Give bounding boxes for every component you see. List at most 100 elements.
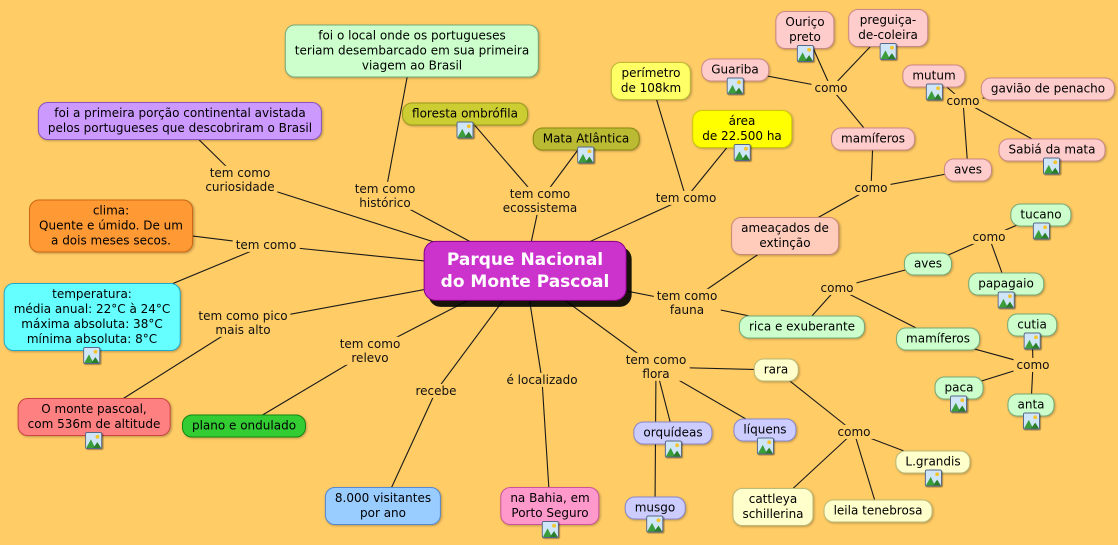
link-label-lbl_recebe: recebe <box>412 383 460 399</box>
concept-node-label: floresta ombrófila <box>412 106 518 121</box>
link-label-lbl_flora: tem como flora <box>622 352 690 382</box>
concept-node-label: foi o local onde os portugueses teriam d… <box>294 28 530 73</box>
concept-node-label: preguiça- de-coleira <box>858 13 918 42</box>
resource-icon[interactable] <box>1043 157 1061 175</box>
concept-node-monte[interactable]: O monte pascoal, com 536m de altitude <box>17 398 171 449</box>
concept-node-label: líquens <box>743 422 787 437</box>
concept-node-leila[interactable]: leila tenebrosa <box>823 499 933 523</box>
resource-icon[interactable] <box>756 437 774 455</box>
link-label-lbl_como_mamif_pink: como <box>811 80 851 96</box>
resource-icon[interactable] <box>1023 332 1041 350</box>
concept-node-label: temperatura: média anual: 22°C à 24°C má… <box>13 287 171 346</box>
resource-icon[interactable] <box>664 440 682 458</box>
resource-icon[interactable] <box>456 121 474 139</box>
concept-node-gaviao[interactable]: gavião de penacho <box>980 77 1116 101</box>
resource-icon[interactable] <box>541 521 559 538</box>
edge-line <box>382 390 437 507</box>
concept-node-aves_pink[interactable]: aves <box>943 158 993 182</box>
concept-node-label: paca <box>944 380 974 395</box>
concept-node-ourico[interactable]: Ouriço preto <box>775 11 835 62</box>
resource-icon[interactable] <box>726 77 744 95</box>
concept-node-label: foi a primeira porção continental avista… <box>47 106 313 135</box>
concept-node-guariba[interactable]: Guariba <box>701 58 769 95</box>
concept-node-label: aves <box>953 162 983 177</box>
resource-icon[interactable] <box>646 515 664 533</box>
concept-node-lgrandis[interactable]: L.grandis <box>895 450 971 487</box>
concept-node-tucano[interactable]: tucano <box>1010 203 1072 240</box>
concept-node-label: L.grandis <box>905 454 961 469</box>
concept-node-liquens[interactable]: líquens <box>733 418 797 455</box>
concept-node-label: cutia <box>1017 317 1047 332</box>
concept-node-papagaio[interactable]: papagaio <box>968 272 1044 309</box>
concept-node-paca[interactable]: paca <box>934 376 984 413</box>
link-label-lbl_fauna: tem como fauna <box>653 288 721 318</box>
concept-node-area[interactable]: área de 22.500 ha <box>692 110 792 161</box>
concept-node-sabia[interactable]: Sabiá da mata <box>998 138 1106 175</box>
concept-node-label: Parque Nacional do Monte Pascoal <box>440 249 610 292</box>
link-label-lbl_temcomo_clima: tem como <box>232 237 300 253</box>
resource-icon[interactable] <box>925 83 943 101</box>
concept-node-mamif_pink[interactable]: mamíferos <box>831 127 915 151</box>
resource-icon[interactable] <box>879 43 897 60</box>
concept-node-label: Ouriço preto <box>785 15 825 44</box>
link-label-lbl_temcomo_area: tem como <box>652 190 720 206</box>
resource-icon[interactable] <box>577 146 595 164</box>
concept-node-clima[interactable]: clima: Quente e úmido. De um a dois mese… <box>29 199 193 253</box>
concept-node-label: mamíferos <box>841 131 905 146</box>
concept-node-aves_green[interactable]: aves <box>903 252 953 276</box>
concept-node-label: 8.000 visitantes por ano <box>334 491 432 520</box>
concept-node-ameacados[interactable]: ameaçados de extinção <box>731 217 839 255</box>
resource-icon[interactable] <box>1032 222 1050 240</box>
concept-node-root[interactable]: Parque Nacional do Monte Pascoal <box>423 240 627 302</box>
concept-node-musgo[interactable]: musgo <box>624 496 686 533</box>
concept-node-label: Sabiá da mata <box>1008 142 1096 157</box>
concept-node-label: rara <box>763 362 789 377</box>
concept-node-rica[interactable]: rica e exuberante <box>738 315 866 339</box>
concept-node-mamif_green[interactable]: mamíferos <box>896 327 980 351</box>
link-label-lbl_localizado: é localizado <box>503 372 581 388</box>
resource-icon[interactable] <box>796 45 814 62</box>
concept-node-rara[interactable]: rara <box>753 358 799 382</box>
concept-node-curio_text[interactable]: foi a primeira porção continental avista… <box>37 102 323 140</box>
concept-node-floresta[interactable]: floresta ombrófila <box>402 102 528 139</box>
concept-node-plano[interactable]: plano e ondulado <box>181 414 307 438</box>
resource-icon[interactable] <box>924 469 942 487</box>
concept-node-label: ameaçados de extinção <box>741 221 829 250</box>
concept-node-label: mamíferos <box>906 331 970 346</box>
concept-node-hist_text[interactable]: foi o local onde os portugueses teriam d… <box>284 24 540 78</box>
concept-node-label: Mata Atlântica <box>542 131 630 146</box>
link-label-lbl_curiosidade: tem como curiosidade <box>202 165 278 195</box>
concept-node-orquideas[interactable]: orquídeas <box>633 421 713 458</box>
concept-node-preguica[interactable]: preguiça- de-coleira <box>848 9 928 60</box>
concept-node-label: cattleya schillerina <box>742 492 804 521</box>
resource-icon[interactable] <box>997 291 1015 309</box>
concept-node-label: área de 22.500 ha <box>702 114 782 143</box>
concept-node-anta[interactable]: anta <box>1007 393 1055 430</box>
concept-node-label: musgo <box>634 500 676 515</box>
concept-node-cutia[interactable]: cutia <box>1007 313 1057 350</box>
concept-node-label: plano e ondulado <box>191 418 297 433</box>
link-label-lbl_ecossistema: tem como ecossistema <box>499 186 581 216</box>
concept-node-mata[interactable]: Mata Atlântica <box>532 127 640 164</box>
concept-node-label: clima: Quente e úmido. De um a dois mese… <box>39 203 183 248</box>
resource-icon[interactable] <box>1022 412 1040 430</box>
resource-icon[interactable] <box>85 432 103 449</box>
link-label-lbl_como_aves_pink: como <box>943 93 983 109</box>
concept-node-label: tucano <box>1020 207 1062 222</box>
concept-node-label: na Bahia, em Porto Seguro <box>510 491 590 520</box>
resource-icon[interactable] <box>733 144 751 161</box>
link-label-lbl_como_rara: como <box>834 424 874 440</box>
concept-node-label: orquídeas <box>643 425 703 440</box>
concept-node-mutum[interactable]: mutum <box>902 64 966 101</box>
concept-node-cattleya[interactable]: cattleya schillerina <box>732 488 814 526</box>
concept-node-visitantes[interactable]: 8.000 visitantes por ano <box>324 487 442 525</box>
concept-node-bahia[interactable]: na Bahia, em Porto Seguro <box>500 487 600 538</box>
concept-node-label: rica e exuberante <box>748 319 856 334</box>
edge-line <box>464 113 541 202</box>
resource-icon[interactable] <box>83 347 101 364</box>
concept-node-perimetro[interactable]: perímetro de 108km <box>610 62 692 100</box>
concept-node-label: gavião de penacho <box>990 81 1106 96</box>
resource-icon[interactable] <box>950 395 968 413</box>
concept-node-temperatura[interactable]: temperatura: média anual: 22°C à 24°C má… <box>3 283 181 364</box>
